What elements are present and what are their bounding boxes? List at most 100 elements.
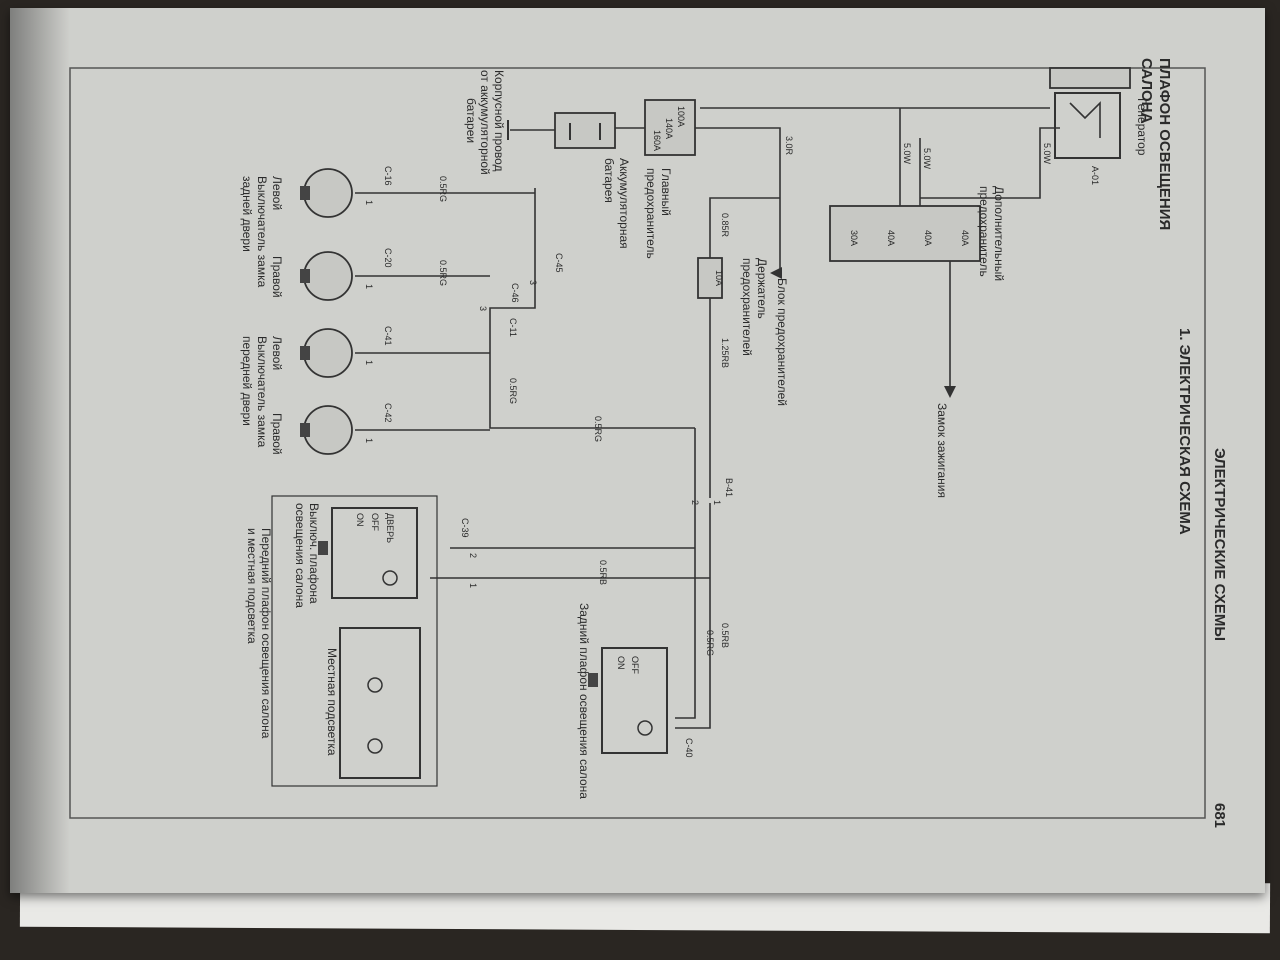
main-fuse-label-2: предохранитель [644,168,658,259]
wire-holder-in [709,197,780,258]
connector-a01: A-01 [1090,166,1100,185]
c46-pin-3: 3 [478,306,488,311]
wire-rb-rear [675,643,711,729]
battery-label-1: Аккумуляторная [617,158,631,249]
diagram-title-line1: ПЛАФОН ОСВЕЩЕНИЯ [1156,58,1173,230]
front-right-door-switch [303,405,353,455]
c16-pin-1: 1 [364,200,374,205]
wiring-diagram: ЭЛЕКТРИЧЕСКИЕ СХЕМЫ 681 1. ЭЛЕКТРИЧЕСКАЯ… [69,58,1228,828]
connector-c46: C-46 [510,283,520,303]
wire-label-battery-out: 3.0R [784,136,794,156]
ground-label-2: от аккумуляторной [478,70,492,175]
connector-c42: C-42 [383,403,393,423]
battery-label-2: батарея [602,158,616,203]
local-light-label: Местная подсветка [325,648,339,756]
fuse-block-label: Блок предохранителей [775,278,789,406]
connector-c41: C-41 [383,326,393,346]
rear-right-door-switch [303,251,353,301]
page-number: 681 [1211,803,1228,828]
connector-c11: C-11 [508,318,518,337]
extra-fuse-rating-3: 40A [886,230,896,246]
connector-b41: B-41 [724,478,734,497]
switch-pos-door: ДВЕРЬ [385,513,395,543]
wire-label-gen1: 5.0W [1042,143,1052,165]
switch-ground [588,673,598,687]
front-lamp-caption-2: и местная подсветка [245,528,259,644]
battery-box [554,112,616,149]
room-lamp-switch-box [331,507,418,599]
connector-c45: C-45 [554,253,564,273]
main-fuse-rating-3: 160A [652,130,662,151]
rear-door-caption-1: Выключатель замка [255,176,269,288]
arrow-ignition [944,386,956,398]
generator-winding [1069,101,1101,138]
ground-label-3: батареи [464,98,478,143]
switch-ground [300,186,310,200]
generator: Генератор [1049,67,1149,159]
fuse-holder-rating: 10A [714,270,724,286]
extra-fuse-box [829,205,981,262]
rear-left-caption: Левой [270,176,284,210]
switch-ground [300,423,310,437]
arrow-fuse-block [770,267,782,279]
front-left-caption: Левой [270,336,284,370]
connector-c39: C-39 [460,518,470,538]
switch-ground [300,346,310,360]
rear-left-door-switch [303,168,353,218]
front-lamp-group [271,495,438,787]
wire-trunk [489,188,695,429]
fuse-holder-label-2: предохранителей [740,258,754,356]
connector-c16: C-16 [383,166,393,186]
wire-label-holder-in: 0.85R [720,213,730,238]
rear-lamp-caption: Задний плафон освещения салона [577,603,591,799]
wire-label-gen2: 5.0W [902,143,912,165]
front-lamp-caption-1: Передний плафон освещения салона [259,528,273,739]
extra-fuse-label-1: Дополнительный [992,186,1006,281]
fuse-holder-label-1: Держатель [755,258,769,319]
wire-label-holder-out: 1.25RB [720,338,730,368]
diagram-title-line2: САЛОНА [1138,58,1155,123]
generator-label: Генератор [1135,98,1149,156]
local-light-bulb-1 [367,677,383,693]
extra-fuse-rating-1: 40A [960,230,970,246]
room-switch-label-2: освещения салона [293,503,307,608]
rear-lamp-box [601,647,668,754]
front-door-caption-2: передней двери [240,336,254,426]
extra-fuse-rating-2: 40A [923,230,933,246]
generator-body [1054,92,1121,159]
wire-label-rear-door-l: 0.5RG [438,176,448,202]
c42-pin-1: 1 [364,438,374,443]
connector-c40: C-40 [684,738,694,758]
generator-pulley [1049,67,1131,89]
room-lamp-bulb [382,570,398,586]
spine-shadow [10,8,70,893]
extra-fuse-rating-4: 30A [849,230,859,246]
rear-door-caption-2: задней двери [240,176,254,252]
ignition-lock-label: Замок зажигания [935,403,949,498]
main-fuse-box [644,99,696,156]
diagram-number-title: 1. ЭЛЕКТРИЧЕСКАЯ СХЕМА [1176,328,1193,535]
rear-lamp-pos-off: OFF [630,656,640,674]
wire-label-front-door-r: 0.5RG [593,416,603,442]
main-fuse-rating-1: 100A [676,106,686,127]
header-section: ЭЛЕКТРИЧЕСКИЕ СХЕМЫ [1211,448,1228,641]
extra-fuse-label-2: предохранитель [977,186,991,277]
local-light-box [339,627,421,779]
c39-pin-1: 1 [468,583,478,588]
wire-gen-1 [920,127,1060,199]
c41-pin-1: 1 [364,360,374,365]
diagram-border [69,67,1206,819]
c39-pin-2: 2 [468,553,478,558]
b41-pin-1: 1 [712,500,722,505]
front-door-caption-1: Выключатель замка [255,336,269,448]
wire-rg-rear-lamp [675,643,696,719]
switch-ground [318,541,328,555]
ground-label-1: Корпусной провод [492,70,506,172]
room-switch-label-1: Выключ. плафона [307,503,321,604]
connector-c20: C-20 [383,248,393,268]
front-left-door-switch [303,328,353,378]
switch-pos-off: OFF [370,513,380,531]
main-fuse-rating-2: 140A [664,118,674,139]
c45-pin-3: 3 [528,280,538,285]
switch-ground [300,269,310,283]
